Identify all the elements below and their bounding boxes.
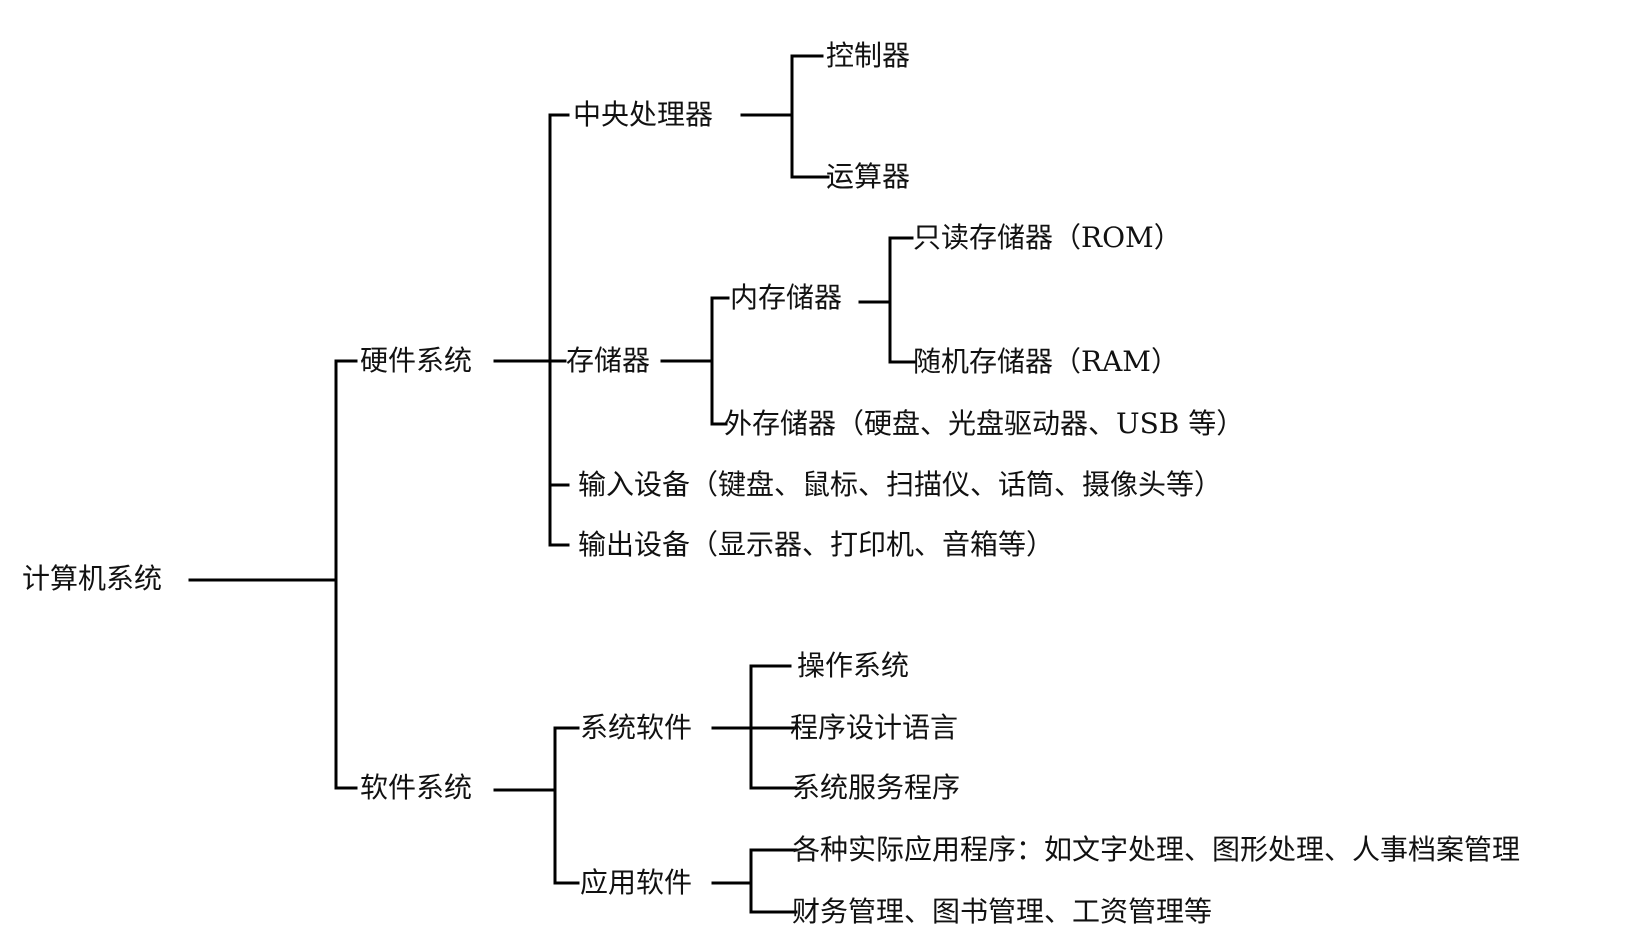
node-alu: 运算器 (826, 160, 911, 193)
node-external-memory: 外存储器（硬盘、光盘驱动器、USB 等） (724, 407, 1245, 440)
node-cpu: 中央处理器 (573, 98, 714, 131)
node-memory: 存储器 (566, 344, 651, 377)
node-computer-system: 计算机系统 (22, 562, 163, 595)
node-ram: 随机存储器（RAM） (913, 345, 1179, 378)
node-software-system: 软件系统 (360, 771, 473, 804)
node-programming-language: 程序设计语言 (790, 711, 959, 744)
node-application-software: 应用软件 (580, 866, 693, 899)
node-input-devices: 输入设备（键盘、鼠标、扫描仪、话筒、摄像头等） (578, 468, 1223, 501)
node-internal-memory: 内存储器 (730, 281, 843, 314)
node-controller: 控制器 (826, 39, 911, 72)
node-operating-system: 操作系统 (797, 649, 910, 682)
node-system-software: 系统软件 (580, 711, 693, 744)
node-application-line2: 财务管理、图书管理、工资管理等 (792, 895, 1213, 928)
node-rom: 只读存储器（ROM） (913, 221, 1182, 254)
node-output-devices: 输出设备（显示器、打印机、音箱等） (578, 528, 1055, 561)
node-hardware-system: 硬件系统 (360, 344, 473, 377)
node-application-line1: 各种实际应用程序：如文字处理、图形处理、人事档案管理 (792, 833, 1521, 866)
node-system-services: 系统服务程序 (792, 771, 961, 804)
